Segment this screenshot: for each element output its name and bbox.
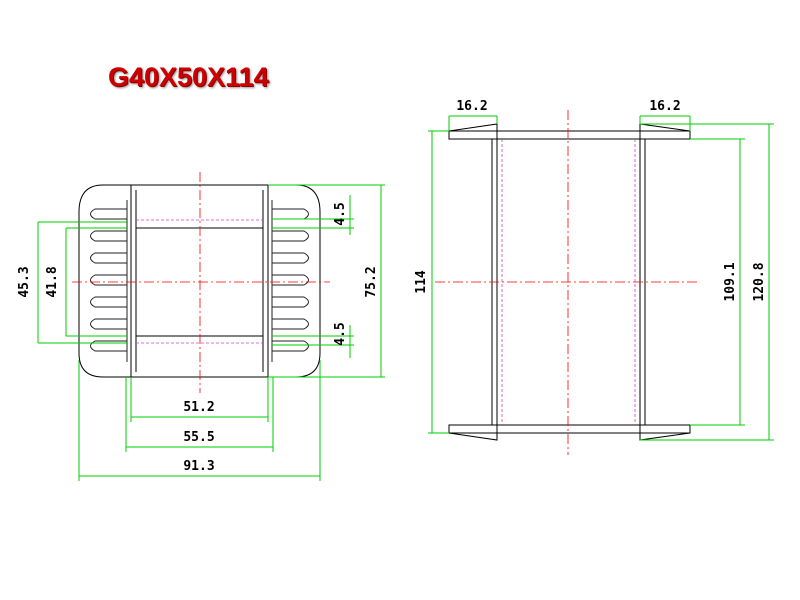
dim-overall-height: 75.2 (364, 266, 379, 297)
drawing-title: G40X50X114 (108, 62, 269, 92)
dim-flange-right: 16.2 (649, 99, 680, 114)
top-flange-plate (448, 130, 691, 140)
dim-inner-length: 109.1 (723, 262, 738, 301)
front-view-dimension-lines (37, 184, 385, 481)
dim-fin-height-left: 45.3 (17, 266, 32, 297)
right-fins (271, 200, 309, 362)
dim-length: 114 (414, 270, 429, 294)
dim-overall-width: 91.3 (183, 459, 214, 474)
front-view-outer-contour-right (267, 184, 321, 378)
dim-flange-bottom: 4.5 (333, 322, 348, 345)
dim-flange-top: 4.5 (333, 202, 348, 225)
front-view: 51.2 55.5 91.3 45.3 41.8 75.2 4.5 4.5 (17, 172, 385, 481)
left-fins (90, 200, 128, 362)
dim-core-width: 55.5 (183, 430, 214, 445)
bottom-flange-plate (448, 424, 691, 434)
dim-inner-height-left: 41.8 (45, 266, 60, 297)
side-view: 16.2 16.2 114 109.1 120.8 (414, 99, 774, 455)
dim-inner-window-width: 51.2 (183, 400, 214, 415)
front-view-outer-contour (78, 184, 132, 378)
side-view-dimension-lines (428, 115, 774, 441)
dim-overall-length: 120.8 (752, 262, 767, 301)
dim-flange-left: 16.2 (456, 99, 487, 114)
